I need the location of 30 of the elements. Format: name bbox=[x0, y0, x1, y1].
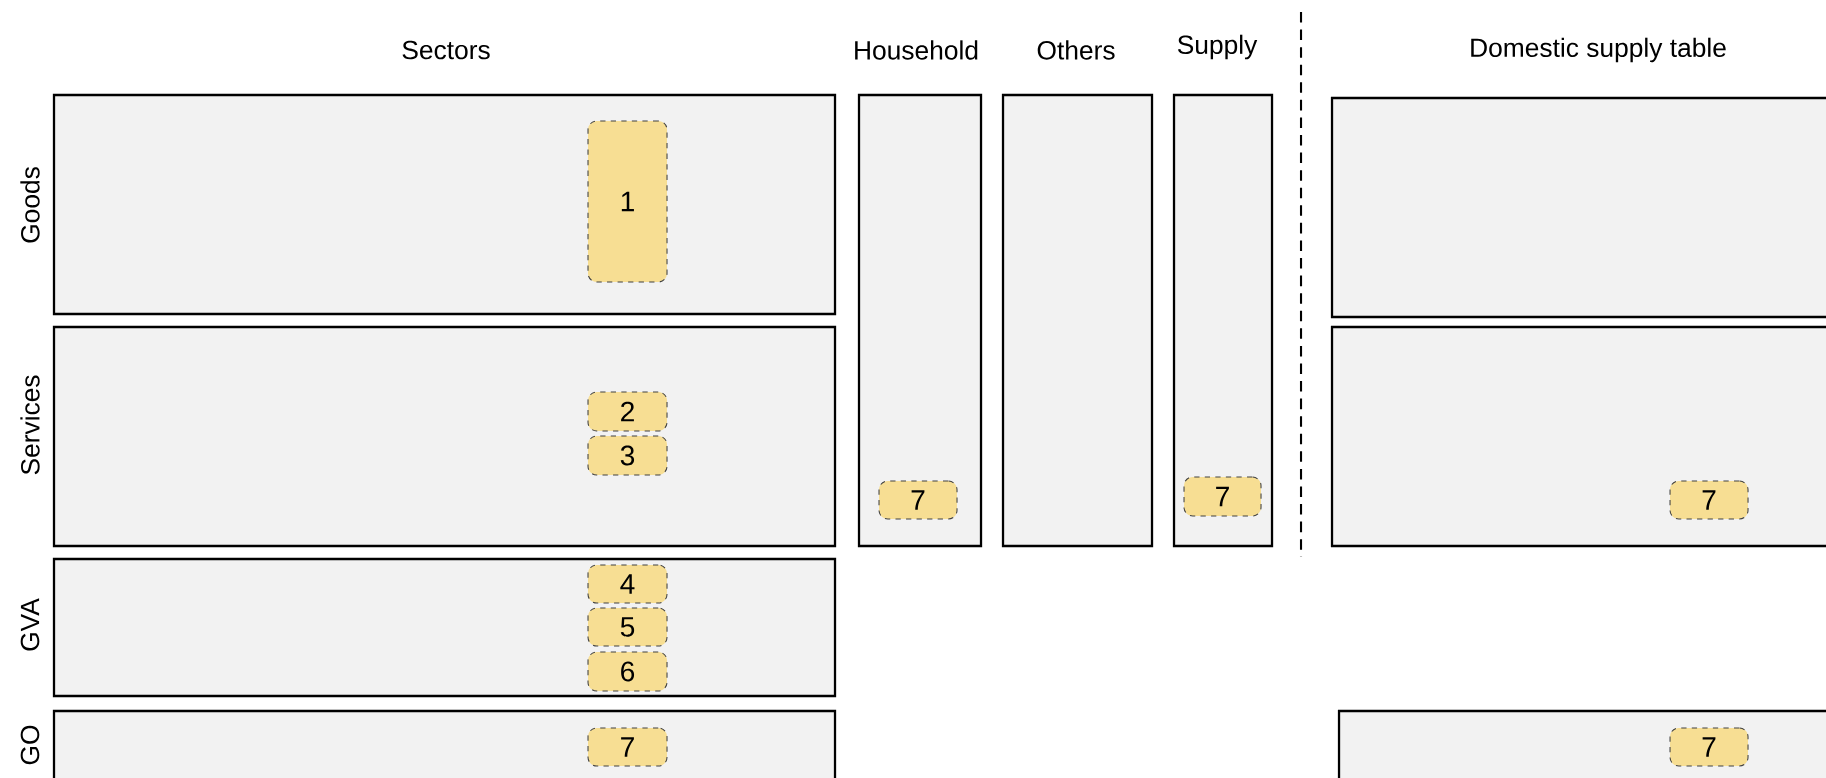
number-tag: 7 bbox=[878, 480, 958, 520]
row-heading: Services bbox=[20, 375, 40, 475]
table-block bbox=[52, 325, 837, 548]
table-block bbox=[52, 557, 837, 698]
column-heading: Domestic supply table bbox=[1471, 37, 1726, 63]
number-tag: 7 bbox=[1183, 476, 1262, 517]
column-heading: Others bbox=[1037, 40, 1115, 60]
table-block bbox=[857, 93, 983, 548]
table-block bbox=[1337, 709, 1826, 778]
column-heading: Household bbox=[855, 40, 978, 60]
number-tag: 1 bbox=[587, 120, 668, 283]
column-heading: Sectors bbox=[402, 40, 490, 60]
column-heading: Supply bbox=[1177, 34, 1258, 60]
table-block bbox=[1330, 96, 1826, 319]
table-block bbox=[52, 709, 837, 778]
number-tag: 4 bbox=[587, 564, 668, 604]
table-block bbox=[1001, 93, 1154, 548]
row-heading: Goods bbox=[20, 167, 40, 243]
number-tag: 7 bbox=[587, 727, 668, 767]
number-tag: 6 bbox=[587, 651, 668, 692]
number-tag: 5 bbox=[587, 607, 668, 647]
table-block bbox=[52, 93, 837, 316]
number-tag: 2 bbox=[587, 391, 668, 432]
row-heading: GO bbox=[20, 725, 40, 765]
table-block bbox=[1330, 325, 1826, 548]
number-tag: 7 bbox=[1669, 727, 1749, 767]
number-tag: 3 bbox=[587, 435, 668, 476]
table-block bbox=[1172, 93, 1274, 548]
number-tag: 7 bbox=[1669, 480, 1749, 520]
row-heading: GVA bbox=[20, 598, 40, 651]
